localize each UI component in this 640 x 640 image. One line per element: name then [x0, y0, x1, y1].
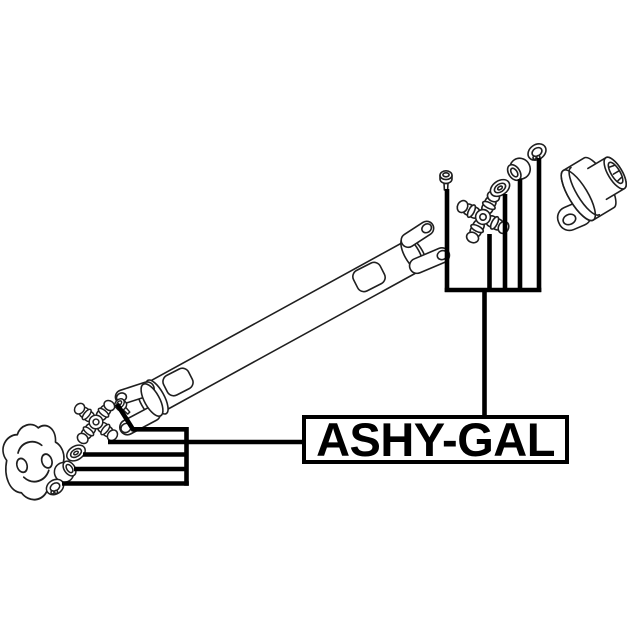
shaft-yoke-top-icon [400, 220, 451, 275]
part-code-box: ASHY-GAL [302, 415, 569, 464]
part-code-text: ASHY-GAL [316, 413, 555, 466]
callout-lines-lower [62, 402, 302, 486]
propeller-shaft-icon [136, 237, 428, 420]
bolt-upper-icon [439, 170, 453, 191]
flange-yoke-lower-icon [2, 423, 65, 501]
companion-flange-upper-icon [556, 156, 627, 232]
callout-lines-upper [444, 158, 542, 416]
